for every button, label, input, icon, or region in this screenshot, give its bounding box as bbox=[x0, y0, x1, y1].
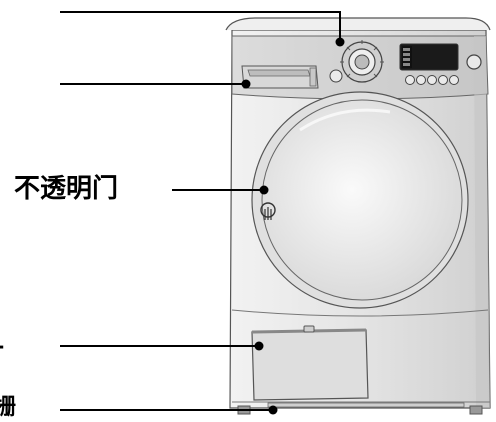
start-button-icon bbox=[466, 54, 482, 70]
grille bbox=[267, 402, 465, 408]
power-button-icon bbox=[329, 69, 343, 83]
display-panel bbox=[399, 43, 459, 71]
leader-dial bbox=[60, 11, 341, 40]
option-buttons bbox=[405, 75, 459, 85]
condenser-label-partial: - bbox=[0, 336, 4, 356]
leader-lines bbox=[60, 11, 341, 411]
grille-label: 栅 bbox=[0, 395, 17, 420]
dot-grille bbox=[268, 405, 278, 415]
leader-dots bbox=[241, 37, 345, 415]
hand-pull-icon bbox=[260, 202, 276, 220]
dot-door bbox=[259, 185, 269, 195]
water-container-drawer bbox=[241, 65, 319, 89]
door-label: 不透明门 bbox=[14, 174, 119, 204]
condenser-cover bbox=[251, 325, 369, 401]
opaque-door bbox=[251, 91, 469, 309]
foot-right bbox=[469, 405, 483, 415]
program-dial-icon bbox=[340, 40, 384, 83]
dot-dial bbox=[335, 37, 345, 47]
dot-condenser bbox=[254, 341, 264, 351]
dot-drawer bbox=[241, 79, 251, 89]
